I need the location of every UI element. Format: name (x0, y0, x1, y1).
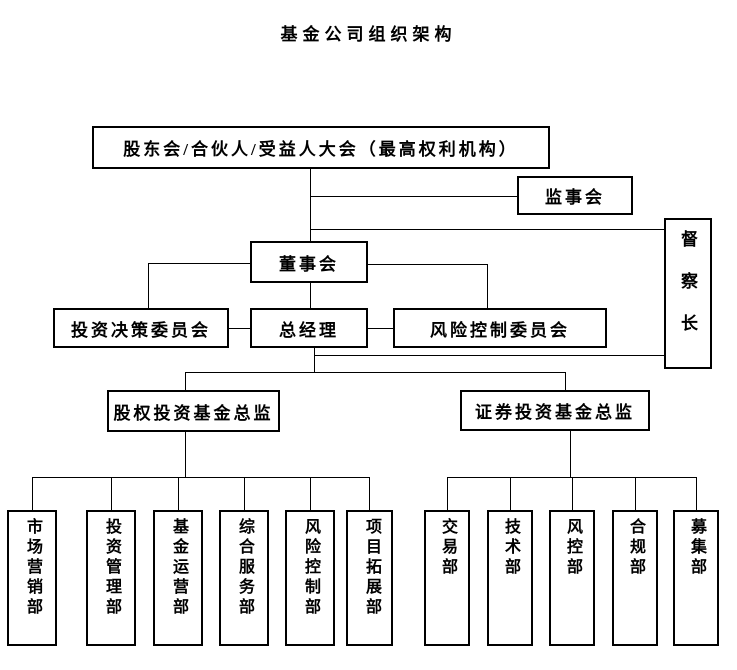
node-supervisory-board: 监事会 (517, 176, 633, 215)
node-dept-technology: 技术部 (487, 510, 533, 646)
node-equity-fund-director: 股权投资基金总监 (107, 390, 280, 432)
node-dept-investment-management: 投资管理部 (86, 510, 136, 646)
node-dept-risk-control: 风险控制部 (285, 510, 335, 646)
node-dept-compliance: 合规部 (612, 510, 658, 646)
node-investment-decision-committee: 投资决策委员会 (53, 308, 229, 348)
node-board-of-directors: 董事会 (250, 241, 368, 283)
node-shareholders-meeting: 股东会/合伙人/受益人大会（最高权利机构） (92, 126, 550, 169)
node-dept-project-development: 项目拓展部 (346, 510, 393, 646)
node-general-manager: 总经理 (250, 308, 368, 348)
node-dept-general-services: 综合服务部 (219, 510, 269, 646)
node-securities-fund-director: 证券投资基金总监 (460, 390, 650, 431)
node-dept-fundraising: 募集部 (673, 510, 719, 646)
node-chief-inspector: 督察长 (664, 218, 712, 369)
node-risk-control-committee: 风险控制委员会 (393, 308, 607, 348)
node-dept-fund-operations: 基金运营部 (153, 510, 203, 646)
node-dept-marketing: 市场营销部 (7, 510, 57, 646)
node-dept-trading: 交易部 (424, 510, 470, 646)
node-dept-risk-management: 风控部 (549, 510, 595, 646)
chart-title: 基金公司组织架构 (280, 25, 457, 44)
